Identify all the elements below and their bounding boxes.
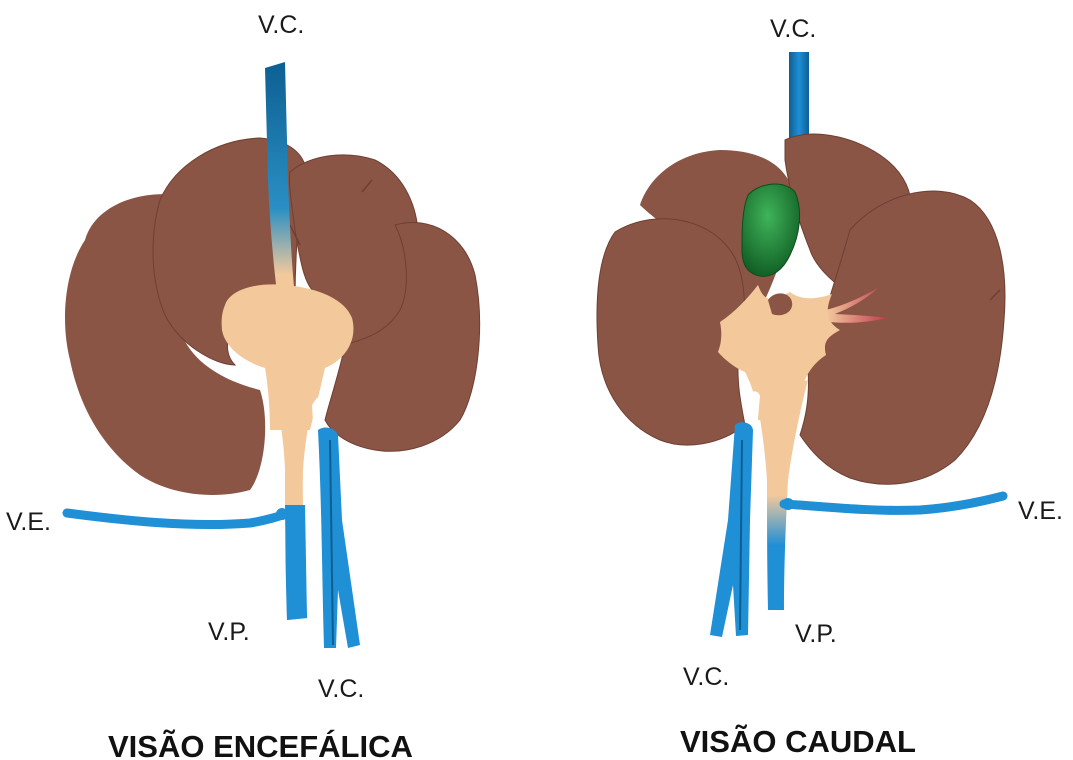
right-view xyxy=(597,52,1005,637)
left-splenic-vein xyxy=(67,512,292,525)
right-label-ve: V.E. xyxy=(1018,497,1063,525)
left-label-vc-top: V.C. xyxy=(258,11,304,39)
right-label-vp: V.P. xyxy=(795,620,837,648)
left-label-vc-bottom: V.C. xyxy=(318,675,364,703)
left-label-ve: V.E. xyxy=(6,508,51,536)
left-view-title: VISÃO ENCEFÁLICA xyxy=(108,729,413,760)
right-view-title: VISÃO CAUDAL xyxy=(680,724,916,759)
left-view xyxy=(65,62,480,648)
right-gallbladder xyxy=(742,184,800,276)
right-label-vc-bottom: V.C. xyxy=(683,663,729,691)
left-vena-cava-bottom xyxy=(318,428,360,648)
right-label-vc-top: V.C. xyxy=(770,15,816,43)
right-vena-cava-bottom xyxy=(710,422,753,637)
left-portal-vein xyxy=(285,505,307,620)
left-label-vp: V.P. xyxy=(208,618,250,646)
right-splenic-vein xyxy=(784,496,1003,510)
right-portal-trunk xyxy=(752,380,808,610)
